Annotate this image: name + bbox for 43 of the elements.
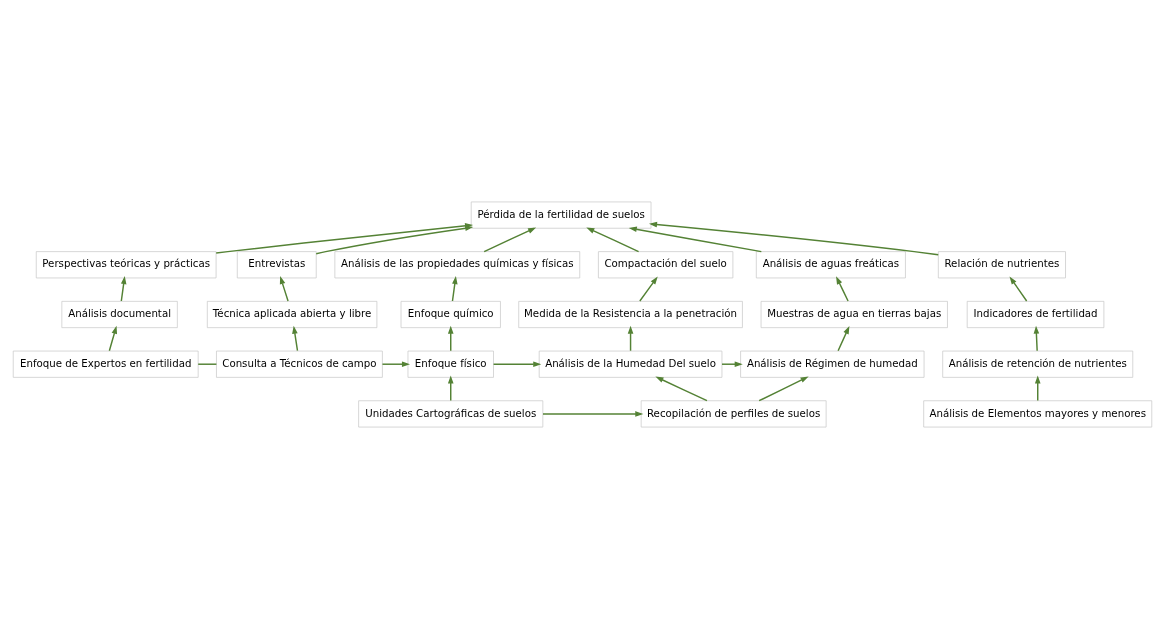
arrow	[639, 275, 658, 302]
node-box: Relación de nutrientes	[937, 250, 1066, 278]
arrow	[836, 275, 849, 302]
arrow	[758, 376, 809, 401]
node-box: Análisis documental	[61, 300, 178, 328]
node-box: Perspectivas teóricas y prácticas	[35, 250, 217, 278]
node-box: Indicadores de fertilidad	[966, 300, 1105, 328]
arrow	[492, 360, 542, 367]
arrow	[1033, 325, 1040, 351]
arrow	[1009, 275, 1028, 302]
node-box: Análisis de aguas freáticas	[755, 250, 906, 278]
arrow	[108, 325, 118, 351]
arrow	[279, 275, 289, 302]
arrow	[649, 221, 939, 255]
node-box: Compactación del suelo	[598, 250, 734, 278]
node-box: Recopilación de perfiles de suelos	[640, 399, 827, 427]
arrow	[451, 275, 458, 302]
node-box: Enfoque químico	[400, 300, 501, 328]
node-box: Análisis de retención de nutrientes	[942, 350, 1134, 378]
node-box: Análisis de las propiedades químicas y físicas	[334, 250, 581, 278]
arrow	[292, 325, 299, 351]
node-box: Análisis de la Humedad Del suelo	[538, 350, 723, 378]
node-box: Análisis de Régimen de humedad	[740, 350, 925, 378]
arrow	[542, 410, 644, 417]
arrow	[381, 360, 410, 367]
arrow	[837, 325, 850, 351]
connector	[197, 362, 218, 365]
node-box: Enfoque físico	[407, 350, 494, 378]
arrow	[586, 226, 640, 252]
arrow	[120, 275, 127, 302]
node-box: Entrevistas	[236, 250, 317, 278]
node-box: Consulta a Técnicos de campo	[216, 350, 383, 378]
node-box: Análisis de Elementos mayores y menores	[923, 399, 1153, 427]
node-box: Técnica aplicada abierta y libre	[206, 300, 378, 328]
arrow	[721, 360, 743, 367]
node-box: Muestras de agua en tierras bajas	[760, 300, 948, 328]
node-box: Medida de la Resistencia a la penetración	[518, 300, 743, 328]
node-box: Enfoque de Expertos en fertilidad	[12, 350, 199, 378]
arrow	[483, 226, 537, 252]
arrow	[628, 226, 763, 252]
node-box: Unidades Cartográficas de suelos	[358, 399, 544, 427]
arrow	[655, 376, 708, 401]
node-box: Pérdida de la fertilidad de suelos	[470, 201, 652, 229]
